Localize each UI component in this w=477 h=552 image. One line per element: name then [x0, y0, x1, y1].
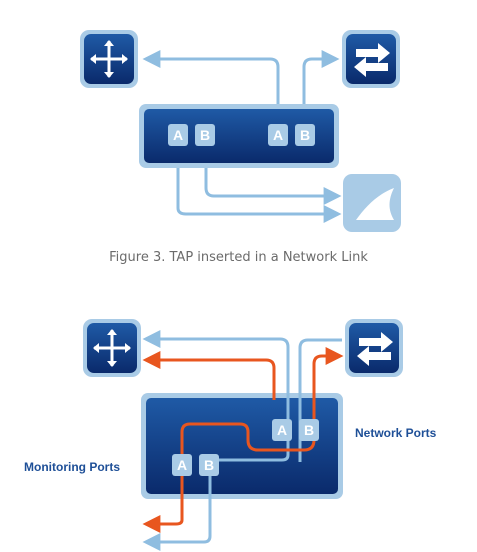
svg-text:B: B — [204, 457, 214, 473]
fig4-port-b-monitor: B — [199, 454, 219, 476]
fig3-link-router-to-port-a — [142, 50, 287, 126]
svg-text:A: A — [173, 127, 183, 143]
svg-text:B: B — [304, 422, 314, 438]
fig3-link-b-to-analyzer — [204, 145, 342, 205]
fig3-port-b-left: B — [195, 124, 215, 146]
shark-analyzer-icon — [343, 174, 401, 232]
svg-text:A: A — [177, 457, 187, 473]
fig4-monitor-b-out — [142, 466, 212, 551]
fig3-link-switch-to-port-b — [295, 50, 340, 126]
svg-text:B: B — [200, 127, 210, 143]
fig4-port-b-network: B — [299, 419, 319, 441]
router-icon — [80, 30, 138, 88]
svg-text:B: B — [300, 127, 310, 143]
fig4-link-switch-orange — [142, 347, 344, 533]
figure3-caption: Figure 3. TAP inserted in a Network Link — [109, 250, 368, 265]
monitoring-ports-label: Monitoring Ports — [24, 460, 120, 474]
fig3-port-a-left: A — [168, 124, 188, 146]
fig4-port-a-monitor: A — [172, 454, 192, 476]
switch-icon — [345, 319, 403, 377]
router-icon — [83, 319, 141, 377]
fig3-link-a-to-analyzer — [176, 145, 342, 223]
fig3-tap-device — [139, 104, 339, 168]
svg-text:A: A — [273, 127, 283, 143]
network-ports-label: Network Ports — [355, 426, 437, 440]
fig4-port-a-network: A — [272, 419, 292, 441]
switch-icon — [342, 30, 400, 88]
fig3-port-a-right: A — [268, 124, 288, 146]
svg-text:A: A — [277, 422, 287, 438]
fig3-port-b-right: B — [295, 124, 315, 146]
